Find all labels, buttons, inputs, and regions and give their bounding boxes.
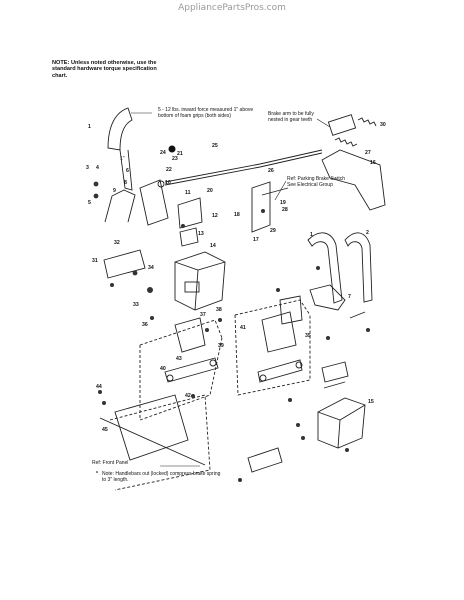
part-number-label: 15 — [368, 399, 374, 405]
part-number-label: 18 — [234, 212, 240, 218]
part-number-label: 10 — [165, 180, 171, 186]
part-number-label: 13 — [198, 231, 204, 237]
part-number-label: 27 — [365, 150, 371, 156]
part-number-label: 45 — [102, 427, 108, 433]
part-number-label: 7 — [348, 294, 351, 300]
part-number-label: 31 — [92, 258, 98, 264]
part-number-label: 21 — [177, 151, 183, 157]
center-bracket — [251, 181, 289, 233]
right-linkage — [279, 284, 366, 325]
part-number-label: 44 — [96, 384, 102, 390]
leader-lines — [131, 112, 331, 467]
part-number-label: 37 — [200, 312, 206, 318]
handlebars-right — [307, 232, 373, 304]
part-number-label: 22 — [166, 167, 172, 173]
part-number-label: 39 — [218, 343, 224, 349]
inch-mark: 1" — [120, 156, 125, 162]
part-number-label: 2 — [366, 230, 369, 236]
part-number-label: 1 — [88, 124, 91, 130]
brake-rod — [157, 149, 323, 188]
right-small-bracket — [321, 361, 349, 389]
part-number-label: 14 — [210, 243, 216, 249]
part-number-label: 6 — [126, 168, 129, 174]
part-number-label: 12 — [212, 213, 218, 219]
part-number-label: 42 — [185, 393, 191, 399]
part-number-label: 4 — [96, 165, 99, 171]
watermark: AppliancePartsPros.com — [178, 3, 286, 13]
handlebar-left — [104, 107, 136, 223]
part-number-label: 24 — [160, 150, 166, 156]
part-number-label: 36 — [142, 322, 148, 328]
brake-arm-assembly — [321, 114, 386, 211]
force-callout: 5 - 12 lbs. inward force measured 1" abo… — [158, 107, 254, 119]
part-number-label: 5 — [88, 200, 91, 206]
part-number-label: 9 — [113, 188, 116, 194]
part-number-label: 3 — [86, 165, 89, 171]
left-lever-plate — [139, 179, 203, 247]
front-panel-callout: Ref: Front Panel — [92, 460, 129, 466]
part-number-label: 38 — [216, 307, 222, 313]
part-number-label: 25 — [212, 143, 218, 149]
lower-panel — [247, 447, 283, 473]
front-panel-shield — [99, 394, 211, 491]
handlebar-note: Note: Handlebars out (locked) compress b… — [102, 471, 221, 483]
part-number-label: 17 — [253, 237, 259, 243]
parking-brake-callout: Ref: Parking Brake Switch See Electrical… — [287, 176, 346, 188]
part-number-label: 29 — [270, 228, 276, 234]
part-number-label: 43 — [176, 356, 182, 362]
part-number-label: 30 — [380, 122, 386, 128]
torque-note: NOTE: Unless noted otherwise, use the st… — [52, 60, 157, 79]
part-number-label: 28 — [282, 207, 288, 213]
part-number-label: 33 — [133, 302, 139, 308]
part-number-label: 40 — [160, 366, 166, 372]
part-number-label: 8 — [124, 180, 127, 186]
part-number-label: 34 — [148, 265, 154, 271]
part-number-label: 11 — [185, 190, 191, 196]
part-number-label: 32 — [114, 240, 120, 246]
part-number-label: 19 — [280, 200, 286, 206]
part-number-label: 1 — [310, 232, 313, 238]
part-number-label: 16 — [370, 160, 376, 166]
left-lower-assembly — [139, 317, 223, 421]
right-lower-assembly — [234, 299, 311, 396]
lower-right-housing — [317, 397, 366, 449]
part-number-label: 23 — [172, 156, 178, 162]
part-number-label: 26 — [268, 168, 274, 174]
hardware-fasteners — [93, 145, 370, 482]
part-number-label: 35 — [305, 333, 311, 339]
brake-arm-callout: Brake arm to be fully nested in gear tee… — [268, 111, 314, 123]
control-panel-upper — [103, 249, 146, 279]
part-number-label: 41 — [240, 325, 246, 331]
star-marker: * — [96, 471, 98, 477]
center-housing-14 — [174, 251, 226, 311]
part-number-label: 20 — [207, 188, 213, 194]
